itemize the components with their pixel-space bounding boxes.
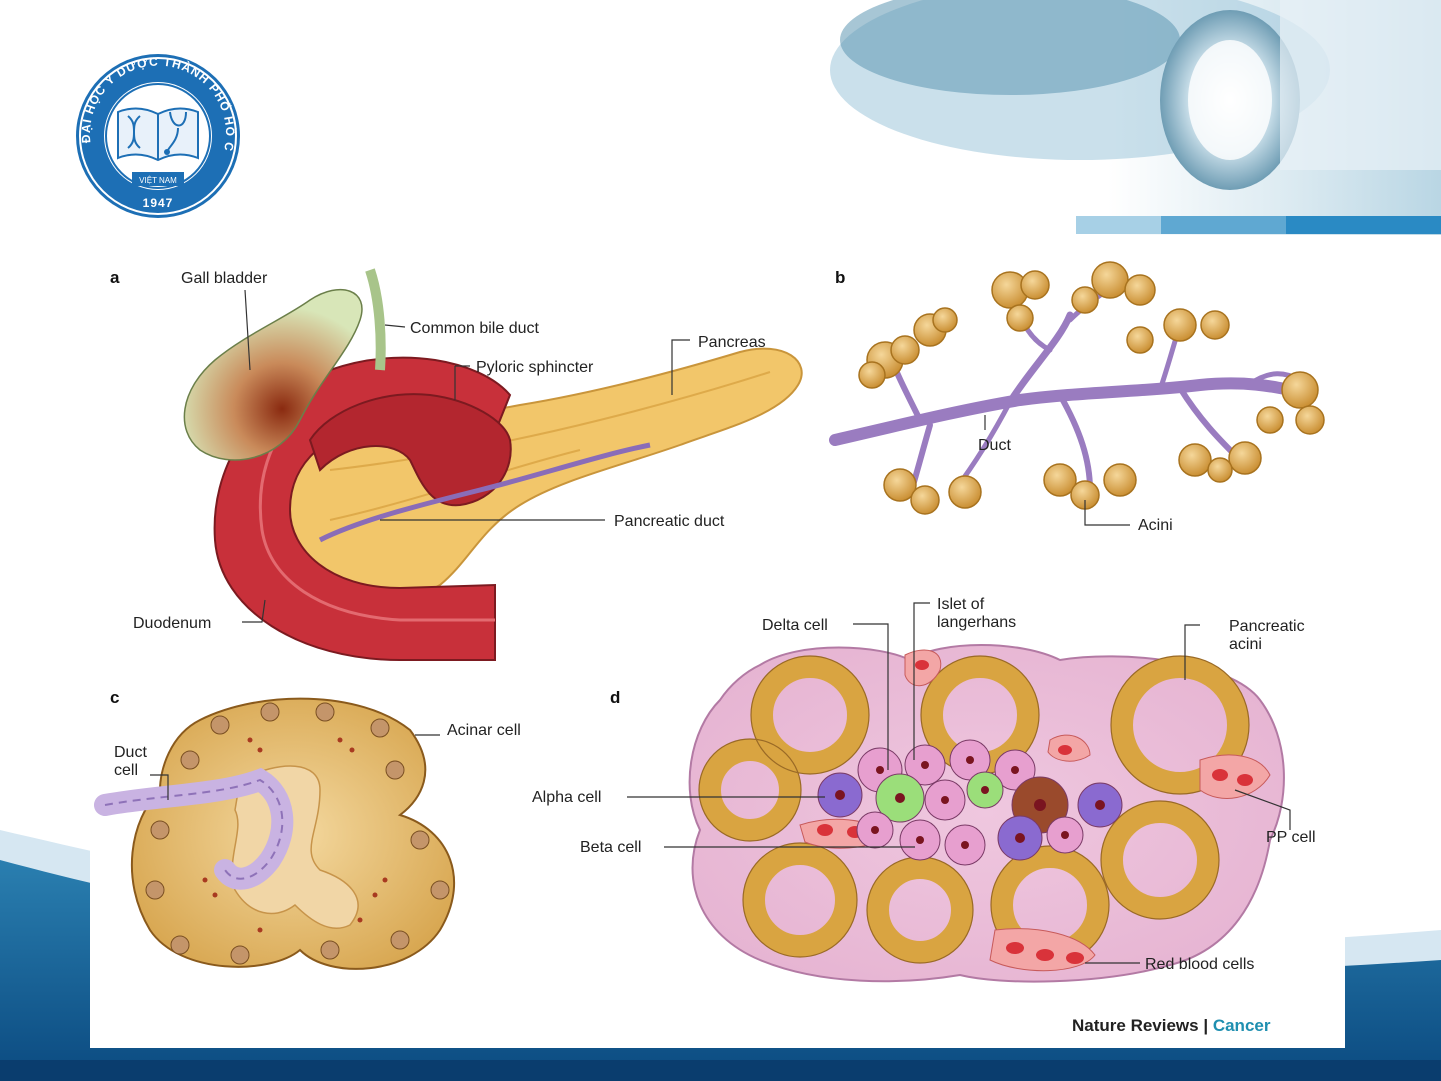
label-duct-cell-line2: cell bbox=[114, 762, 138, 779]
label-acini: Acini bbox=[1138, 517, 1173, 534]
label-islet-line1: Islet of bbox=[937, 596, 985, 613]
label-beta-cell: Beta cell bbox=[580, 839, 641, 856]
label-pancreas: Pancreas bbox=[698, 334, 766, 351]
panel-c-letter: c bbox=[110, 688, 119, 707]
label-gall-bladder: Gall bladder bbox=[181, 270, 268, 287]
figure-credit: Nature Reviews | Cancer bbox=[1072, 1016, 1270, 1036]
label-pancreatic-acini-line1: Pancreatic bbox=[1229, 618, 1305, 635]
label-pancreatic-acini-line2: acini bbox=[1229, 636, 1262, 653]
credit-separator: | bbox=[1199, 1016, 1213, 1035]
credit-section: Cancer bbox=[1213, 1016, 1271, 1035]
label-duct-cell-line1: Duct bbox=[114, 744, 147, 761]
label-pp-cell: PP cell bbox=[1266, 829, 1316, 846]
label-red-blood-cells: Red blood cells bbox=[1145, 956, 1254, 973]
label-islet-line2: langerhans bbox=[937, 614, 1016, 631]
panel-a-letter: a bbox=[110, 268, 120, 287]
label-acinar-cell: Acinar cell bbox=[447, 722, 521, 739]
label-common-bile-duct: Common bile duct bbox=[410, 320, 540, 337]
label-pyloric-sphincter: Pyloric sphincter bbox=[476, 359, 594, 376]
panel-b-letter: b bbox=[835, 268, 845, 287]
panel-d-letter: d bbox=[610, 688, 620, 707]
label-alpha-cell: Alpha cell bbox=[532, 789, 601, 806]
label-duodenum: Duodenum bbox=[133, 615, 211, 632]
label-pancreatic-duct: Pancreatic duct bbox=[614, 513, 725, 530]
logo-country: VIỆT NAM bbox=[139, 176, 177, 185]
logo-year: 1947 bbox=[143, 196, 174, 210]
label-duct: Duct bbox=[978, 437, 1011, 454]
label-delta-cell: Delta cell bbox=[762, 617, 828, 634]
credit-journal: Nature Reviews bbox=[1072, 1016, 1199, 1035]
